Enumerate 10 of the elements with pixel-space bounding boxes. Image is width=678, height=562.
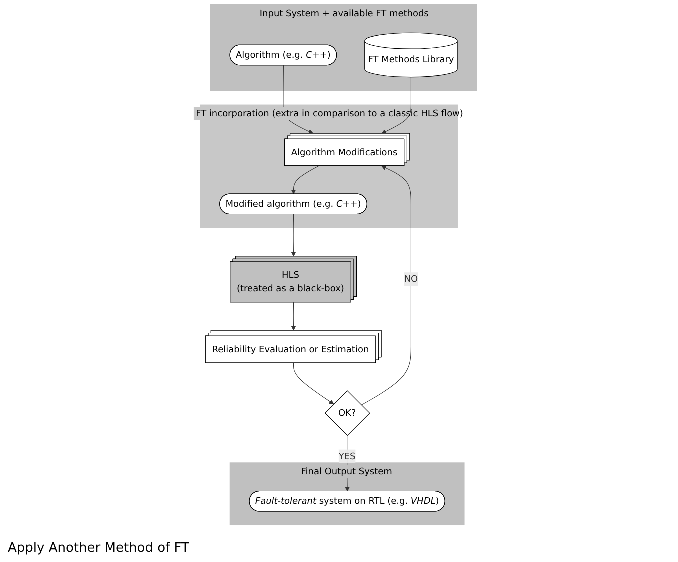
arrow (294, 362, 334, 405)
annotation-text: Apply Another Method of FT (8, 541, 190, 556)
arrow (292, 302, 296, 331)
arrow (362, 166, 412, 406)
arrow (292, 214, 296, 257)
node-diamond: OK? (325, 390, 371, 436)
arrow (292, 166, 320, 195)
edge-label: NO (404, 274, 418, 284)
arrow (382, 77, 412, 134)
edge-label: YES (339, 450, 356, 462)
